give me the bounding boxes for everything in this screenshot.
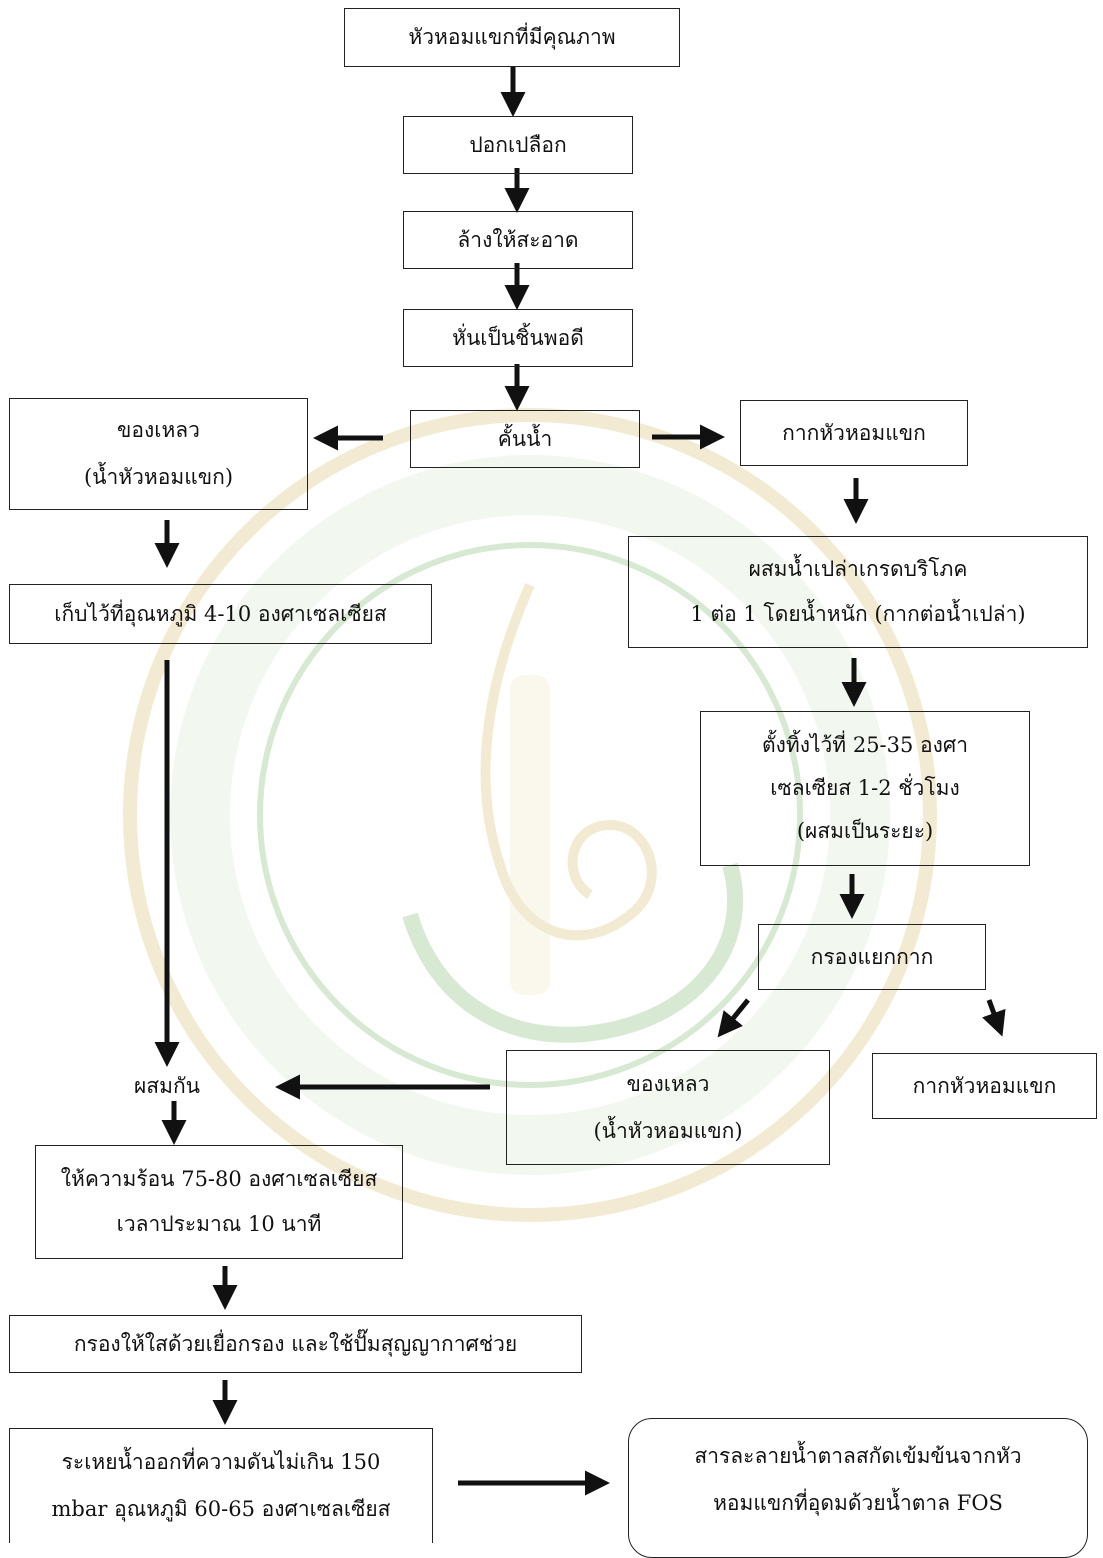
node-filter-pulp-text: กรองแยกกาก	[810, 944, 934, 969]
node-product-line2: หอมแขกที่อุดมด้วยน้ำตาล FOS	[713, 1491, 1003, 1515]
node-liquid-2-line1: ของเหลว	[626, 1071, 710, 1096]
node-combine: ผสมกัน	[134, 1070, 200, 1103]
node-evaporate: ระเหยน้ำออกที่ความดันไม่เกิน 150 mbar อุ…	[9, 1428, 433, 1543]
node-mix-water-line1: ผสมน้ำเปล่าเกรดบริโภค	[748, 557, 968, 581]
node-mix-water-line2: 1 ต่อ 1 โดยน้ำหนัก (กากต่อน้ำเปล่า)	[690, 602, 1026, 626]
node-pulp-2-text: กากหัวหอมแขก	[912, 1073, 1057, 1098]
node-heat-line1: ให้ความร้อน 75-80 องศาเซลเซียส	[60, 1167, 378, 1191]
node-liquid-2-line2: (น้ำหัวหอมแขก)	[593, 1118, 743, 1143]
node-wash: ล้างให้สะอาด	[403, 211, 633, 269]
node-slice: หั่นเป็นชิ้นพอดี	[403, 309, 633, 367]
node-pulp-2: กากหัวหอมแขก	[872, 1053, 1097, 1119]
node-peel: ปอกเปลือก	[403, 116, 633, 174]
arrow-filter-to-liquid2	[717, 998, 750, 1038]
node-peel-text: ปอกเปลือก	[469, 132, 567, 157]
arrow-filter-to-pulp2	[982, 999, 1006, 1037]
node-wash-text: ล้างให้สะอาด	[457, 227, 579, 252]
node-liquid-2: ของเหลว (น้ำหัวหอมแขก)	[506, 1050, 830, 1165]
node-quality-onion: หัวหอมแขกที่มีคุณภาพ	[344, 8, 680, 67]
node-liquid-1-line2: (น้ำหัวหอมแขก)	[83, 465, 234, 489]
node-slice-text: หั่นเป็นชิ้นพอดี	[452, 325, 584, 350]
node-store-text: เก็บไว้ที่อุณหภูมิ 4-10 องศาเซลเซียส	[54, 601, 387, 626]
node-liquid-1-line1: ของเหลว	[117, 418, 200, 442]
node-pulp-1: กากหัวหอมแขก	[740, 400, 968, 466]
node-evaporate-line1: ระเหยน้ำออกที่ความดันไม่เกิน 150	[61, 1450, 381, 1474]
node-let-stand-line1: ตั้งทิ้งไว้ที่ 25-35 องศา	[761, 733, 969, 757]
node-mix-water: ผสมน้ำเปล่าเกรดบริโภค 1 ต่อ 1 โดยน้ำหนัก…	[628, 536, 1088, 648]
node-combine-text: ผสมกัน	[134, 1074, 201, 1098]
node-heat-line2: เวลาประมาณ 10 นาที	[116, 1212, 322, 1236]
node-liquid-1: ของเหลว (น้ำหัวหอมแขก)	[9, 398, 308, 510]
node-product: สารละลายน้ำตาลสกัดเข้มข้นจากหัว หอมแขกที…	[628, 1418, 1088, 1558]
node-filter-pulp: กรองแยกกาก	[758, 924, 986, 990]
node-pulp-1-text: กากหัวหอมแขก	[782, 420, 926, 445]
node-heat: ให้ความร้อน 75-80 องศาเซลเซียส เวลาประมา…	[35, 1145, 403, 1259]
node-clarify: กรองให้ใสด้วยเยื่อกรอง และใช้ปั๊มสุญญากา…	[9, 1315, 582, 1373]
node-product-line1: สารละลายน้ำตาลสกัดเข้มข้นจากหัว	[694, 1444, 1022, 1468]
node-let-stand: ตั้งทิ้งไว้ที่ 25-35 องศา เซลเซียส 1-2 ช…	[700, 711, 1030, 866]
node-store: เก็บไว้ที่อุณหภูมิ 4-10 องศาเซลเซียส	[9, 584, 432, 644]
university-seal-watermark	[123, 408, 937, 1222]
node-squeeze-text: คั้นน้ำ	[497, 426, 553, 451]
node-quality-onion-text: หัวหอมแขกที่มีคุณภาพ	[408, 25, 616, 49]
node-clarify-text: กรองให้ใสด้วยเยื่อกรอง และใช้ปั๊มสุญญากา…	[73, 1331, 518, 1356]
node-evaporate-line2: mbar อุณหภูมิ 60-65 องศาเซลเซียส	[51, 1497, 391, 1521]
node-let-stand-line2: เซลเซียส 1-2 ชั่วโมง	[770, 776, 960, 800]
node-squeeze: คั้นน้ำ	[410, 410, 640, 468]
node-let-stand-line3: (ผสมเป็นระยะ)	[796, 819, 934, 843]
